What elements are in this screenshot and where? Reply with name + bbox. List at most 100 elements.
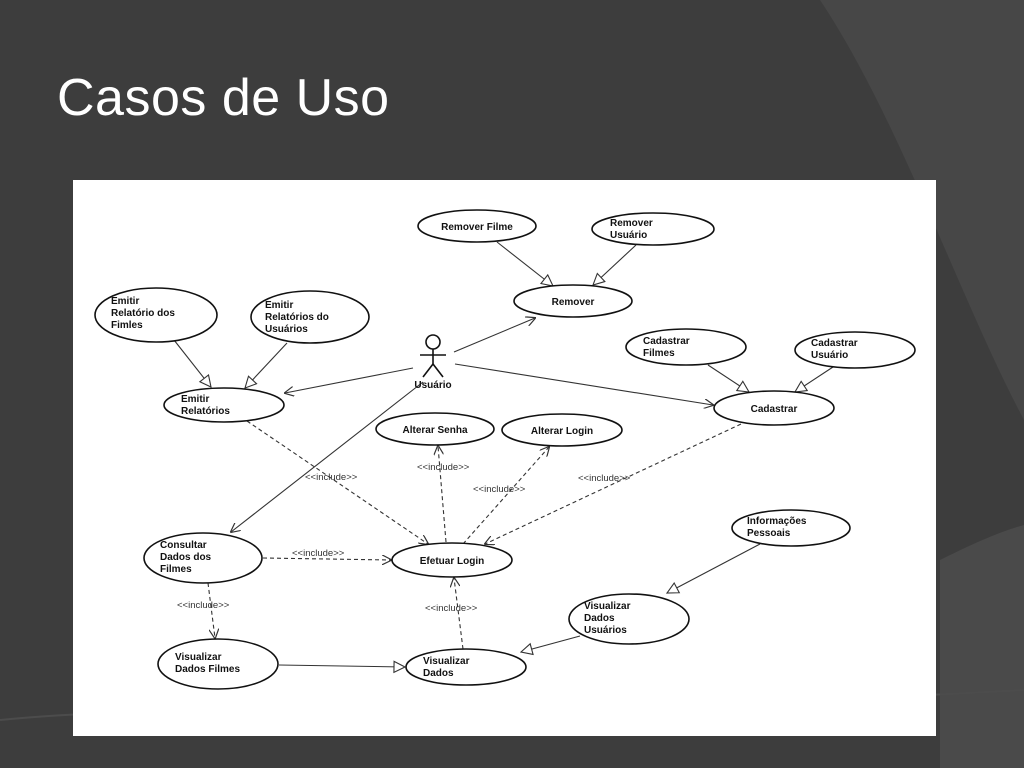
use-case-ellipse (157, 638, 279, 690)
use-case-line: Relatório dos (111, 308, 175, 319)
slide-title: Casos de Uso (57, 69, 390, 127)
svg-text:Dados: Dados (584, 613, 615, 624)
svg-text:Usuário: Usuário (610, 230, 647, 241)
use-case-line: Usuário (610, 230, 647, 241)
use-case-consultar-dados-filmes: Consultar Dados dos Filmes (143, 532, 263, 584)
use-case-ellipse (713, 390, 835, 426)
use-case-line: Remover (552, 297, 595, 308)
use-case-ellipse (731, 509, 851, 547)
svg-text:Relatório dos: Relatório dos (111, 308, 175, 319)
use-case-line: Filmes (160, 564, 192, 575)
generalization-line (245, 342, 288, 388)
svg-text:Cadastrar: Cadastrar (751, 404, 798, 415)
include-line (462, 447, 549, 545)
svg-text:Usuários: Usuários (584, 625, 627, 636)
svg-text:Remover: Remover (552, 297, 595, 308)
use-case-remover-usuario: Remover Usuário (591, 212, 715, 246)
svg-text:Relatórios do: Relatórios do (265, 312, 329, 323)
use-case-cadastrar-usuario: Cadastrar Usuário (794, 331, 916, 369)
association-line (231, 381, 424, 532)
use-case-visualizar-dados-usuarios: Visualizar Dados Usuários (568, 593, 690, 645)
include-line (438, 446, 447, 543)
use-case-visualizar-dados-filmes: Visualizar Dados Filmes (157, 638, 279, 690)
svg-text:Informações: Informações (747, 516, 807, 527)
use-case-informacoes-pessoais: Informações Pessoais (731, 509, 851, 547)
include-label: <<include>> (292, 548, 345, 559)
use-case-line: Usuário (811, 350, 848, 361)
svg-text:Dados: Dados (423, 668, 454, 679)
svg-text:Alterar Senha: Alterar Senha (402, 425, 467, 436)
svg-text:Visualizar: Visualizar (175, 652, 222, 663)
use-case-line: Visualizar (423, 656, 470, 667)
generalization-line (278, 665, 405, 667)
use-case-emitir-relatorio-filmes: Emitir Relatório dos Fimles (94, 287, 218, 343)
include-label: <<include>> (417, 462, 470, 473)
svg-text:Consultar: Consultar (160, 540, 207, 551)
use-case-line: Fimles (111, 320, 143, 331)
use-case-line: Informações (747, 516, 807, 527)
svg-text:Filmes: Filmes (643, 348, 675, 359)
generalization-line (521, 635, 581, 652)
use-case-line: Alterar Senha (402, 425, 467, 436)
generalization-line (795, 366, 834, 392)
include-line (246, 420, 428, 544)
use-case-emitir-relatorios-usuarios: Emitir Relatórios do Usuários (250, 290, 370, 344)
use-case-ellipse (143, 532, 263, 584)
use-case-visualizar-dados: Visualizar Dados (405, 648, 527, 686)
use-case-line: Usuários (265, 324, 308, 335)
association-line (285, 367, 414, 393)
relations-layer: <<include>> <<include>> <<include>> <<inclu… (173, 241, 834, 667)
svg-text:Visualizar: Visualizar (584, 601, 631, 612)
association-line (453, 318, 535, 353)
include-label: <<include>> (177, 600, 230, 611)
use-case-efetuar-login: Efetuar Login (391, 542, 513, 578)
use-case-line: Alterar Login (531, 426, 593, 437)
svg-text:Emitir: Emitir (111, 296, 139, 307)
svg-text:Visualizar: Visualizar (423, 656, 470, 667)
svg-text:Emitir: Emitir (265, 300, 293, 311)
generalization-line (496, 241, 553, 286)
use-case-ellipse (417, 209, 537, 243)
use-case-line: Consultar (160, 540, 207, 551)
use-case-ellipse (405, 648, 527, 686)
svg-text:Emitir: Emitir (181, 394, 209, 405)
use-case-diagram: <<include>> <<include>> <<include>> <<inclu… (94, 209, 916, 690)
use-case-line: Cadastrar (751, 404, 798, 415)
svg-text:Pessoais: Pessoais (747, 528, 791, 539)
svg-text:Dados Filmes: Dados Filmes (175, 664, 240, 675)
use-case-line: Emitir (265, 300, 293, 311)
use-case-ellipse (591, 212, 715, 246)
use-case-line: Remover (610, 218, 653, 229)
generalization-line (173, 339, 211, 387)
use-case-remover: Remover (513, 284, 633, 318)
use-case-line: Relatórios (181, 406, 230, 417)
use-case-line: Cadastrar (811, 338, 858, 349)
use-case-line: Filmes (643, 348, 675, 359)
svg-text:Alterar Login: Alterar Login (531, 426, 593, 437)
svg-text:Cadastrar: Cadastrar (811, 338, 858, 349)
use-case-line: Emitir (181, 394, 209, 405)
svg-text:Efetuar Login: Efetuar Login (420, 556, 484, 567)
use-case-diagram-panel: <<include>> <<include>> <<include>> <<inclu… (73, 180, 936, 736)
use-case-cadastrar: Cadastrar (713, 390, 835, 426)
svg-text:Remover Filme: Remover Filme (441, 222, 513, 233)
svg-text:Cadastrar: Cadastrar (643, 336, 690, 347)
use-case-alterar-login: Alterar Login (501, 413, 623, 447)
use-case-cadastrar-filmes: Cadastrar Filmes (625, 328, 747, 366)
svg-text:Dados dos: Dados dos (160, 552, 212, 563)
svg-text:Remover: Remover (610, 218, 653, 229)
actor-icon (420, 334, 446, 378)
use-case-line: Dados dos (160, 552, 212, 563)
use-case-line: Cadastrar (643, 336, 690, 347)
use-case-line: Emitir (111, 296, 139, 307)
use-case-ellipse (375, 412, 495, 446)
use-case-ellipse (794, 331, 916, 369)
use-case-line: Usuários (584, 625, 627, 636)
include-label: <<include>> (425, 603, 478, 614)
svg-text:Fimles: Fimles (111, 320, 143, 331)
include-line (485, 423, 742, 544)
use-case-ellipse (94, 287, 218, 343)
use-case-line: Visualizar (175, 652, 222, 663)
generalization-line (593, 244, 637, 285)
svg-text:Relatórios: Relatórios (181, 406, 230, 417)
